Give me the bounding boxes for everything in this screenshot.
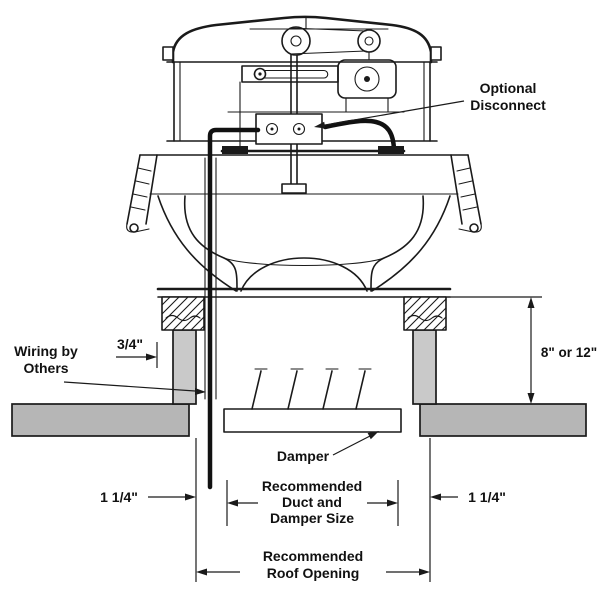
motor-pulley-hub [364, 36, 374, 46]
fan-pulley [281, 26, 311, 56]
curb-height-label: 8" or 12" [541, 345, 597, 360]
motor-pulley [357, 29, 381, 53]
base-foot-left [222, 146, 248, 154]
duct-size-label-line1: Recommended [262, 478, 362, 494]
body-shoulder-right [370, 195, 425, 292]
band-left-hatch [130, 167, 152, 211]
dimension-gap-right: 1 1/4" [430, 489, 506, 505]
annotation-wiring-by-others: Wiring by Others [14, 343, 206, 395]
flange-gap-arrowhead [146, 353, 157, 361]
knob-dot-left [270, 127, 274, 131]
damper-frame [223, 408, 402, 433]
flex-conduit-cable [322, 118, 397, 153]
disconnect-knob-left [265, 122, 279, 136]
band-left-outer [126, 154, 141, 225]
wood-grain-right [407, 314, 443, 322]
band-right-outer [467, 154, 482, 225]
optional-disconnect-label-line1: Optional [480, 80, 537, 96]
gap-right-label: 1 1/4" [468, 489, 506, 505]
wiring-by-others-label-line2: Others [23, 360, 68, 376]
curb-wall-left [172, 329, 197, 405]
fan-unit [162, 15, 442, 194]
wind-band [126, 154, 482, 233]
wood-nailer-right-hatch [403, 296, 447, 331]
wheel-dome [240, 257, 368, 292]
bracket-bolt-center [258, 72, 262, 76]
motor-mount-bracket [241, 65, 339, 83]
curb-height-arrowhead-top [527, 297, 535, 308]
motor-shaft-dot [364, 76, 370, 82]
roof-deck-left [11, 403, 190, 437]
band-left-inner [145, 154, 158, 225]
venturi-right [371, 195, 451, 292]
band-right-bead [469, 223, 479, 233]
duct-size-label-line2: Duct and [282, 494, 342, 510]
wheel-housing-curve [223, 257, 385, 267]
band-right-hatch [456, 167, 478, 211]
duct-size-label-line3: Damper Size [270, 510, 354, 526]
fan-hood [171, 15, 433, 64]
damper-blades [251, 370, 366, 410]
disconnect-box [255, 113, 323, 145]
wood-grain-left [165, 314, 201, 322]
roof-curb [161, 296, 447, 405]
base-foot-right [378, 146, 404, 154]
band-left-bead [129, 223, 139, 233]
wiring-leader-arrowhead [195, 388, 206, 395]
hood-clip-right [430, 46, 442, 61]
knob-dot-right [297, 127, 301, 131]
wood-nailer-left-hatch [161, 296, 205, 331]
wiring [204, 127, 261, 490]
roof-opening-label-line1: Recommended [263, 548, 363, 564]
curb-wall-right [412, 329, 437, 405]
shaft-flange [281, 183, 307, 194]
field-wiring-cable [207, 127, 261, 490]
fan-pulley-hub [290, 35, 302, 47]
curb-height-arrowhead-bottom [527, 393, 535, 404]
roof-opening-arrowhead-left [196, 568, 207, 576]
dimension-duct-size: Recommended Duct and Damper Size [226, 478, 399, 526]
dimension-roof-opening: Recommended Roof Opening [195, 438, 431, 582]
disconnect-leader-arrowhead [314, 121, 326, 129]
motor-end-bell [354, 66, 380, 92]
annotation-damper: Damper [277, 431, 379, 464]
flange-gap-label: 3/4" [117, 336, 143, 352]
disconnect-leader-line [322, 100, 465, 126]
disconnect-knob-right [292, 122, 306, 136]
roof-opening-arrowhead-right [419, 568, 430, 576]
damper-label: Damper [277, 448, 330, 464]
gap-right-arrowhead [430, 493, 441, 501]
duct-arrowhead-right [387, 499, 398, 507]
annotation-optional-disconnect: Optional Disconnect [314, 80, 546, 129]
dimension-curb-height: 8" or 12" [450, 296, 597, 404]
roof-opening-label-line2: Roof Opening [267, 565, 360, 581]
damper-leader-line [332, 435, 371, 456]
optional-disconnect-label-line2: Disconnect [470, 97, 546, 113]
duct-arrowhead-left [227, 499, 238, 507]
gap-left-arrowhead [185, 493, 196, 501]
hood-clip-left [162, 46, 174, 61]
wiring-by-others-label-line1: Wiring by [14, 343, 78, 359]
dimension-gap-left: 1 1/4" [100, 489, 196, 505]
gap-left-label: 1 1/4" [100, 489, 138, 505]
roof-deck-right [419, 403, 587, 437]
roof-deck [11, 403, 587, 437]
venturi-left [157, 195, 237, 292]
damper-assembly [223, 368, 402, 433]
band-right-inner [450, 154, 463, 225]
wiring-leader-line [63, 381, 196, 392]
damper-leader-arrowhead [367, 431, 379, 440]
belt-bottom [289, 50, 367, 55]
belt-top [289, 27, 367, 32]
dimension-flange-gap: 3/4" [116, 336, 158, 368]
fan-body [149, 193, 459, 292]
